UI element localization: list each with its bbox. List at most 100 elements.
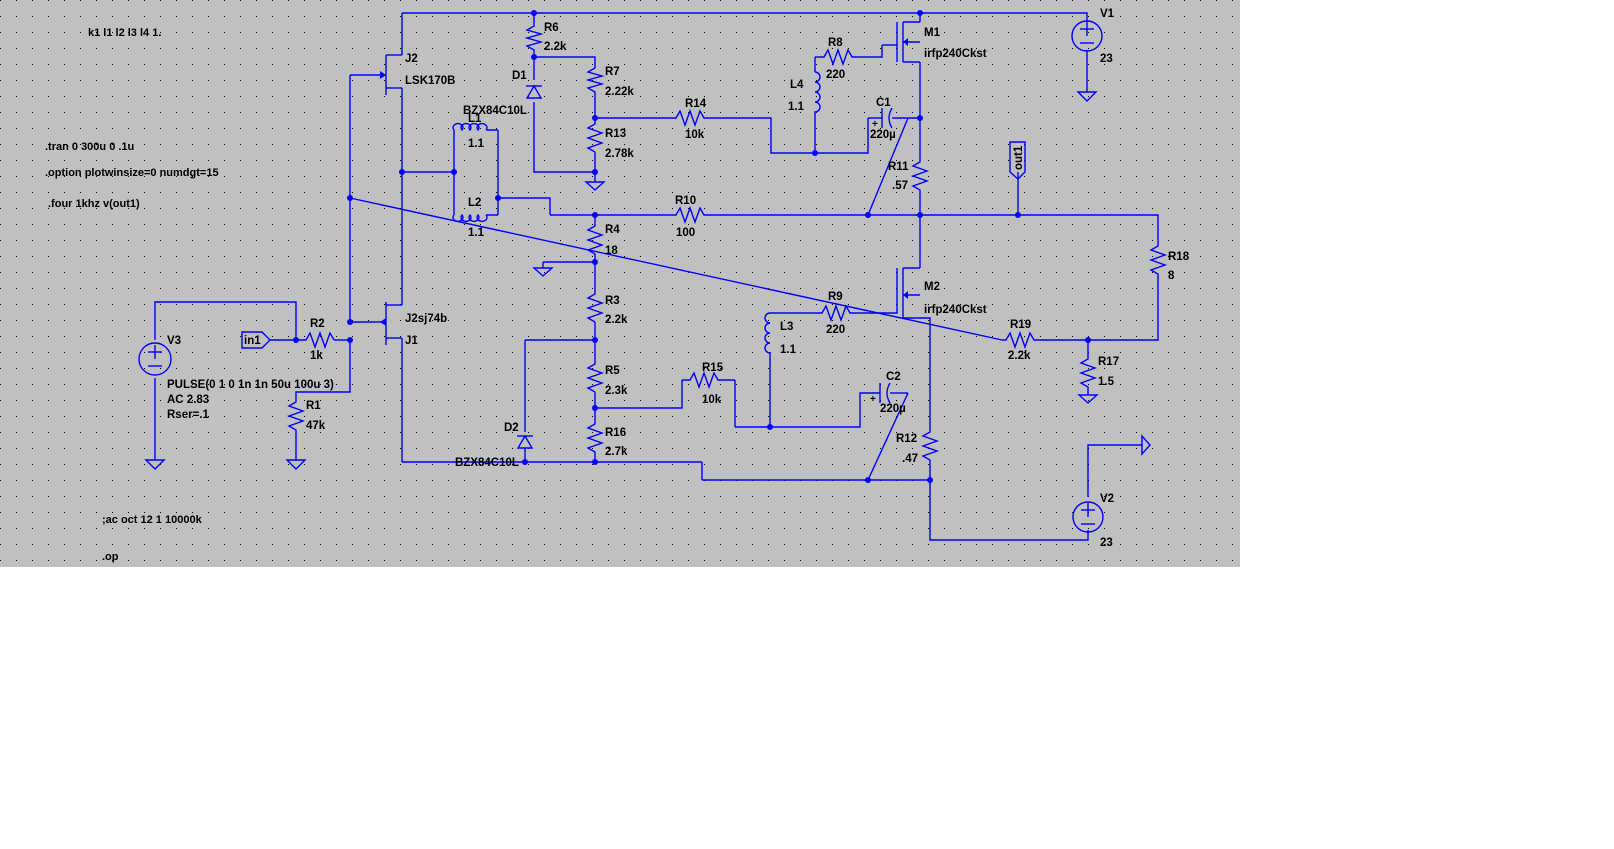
- inductors: [452, 71, 821, 354]
- r11-value: .57: [892, 180, 908, 192]
- r14-name: R14: [685, 98, 707, 110]
- svg-text:+: +: [872, 119, 878, 130]
- l1-value: 1.1: [468, 138, 485, 150]
- r17-value: 1.5: [1098, 376, 1115, 388]
- text-labels: k1 l1 l2 l3 l4 1. .tran 0 300u 0 .1u .op…: [45, 8, 1190, 563]
- c1-value: 220µ: [870, 129, 896, 141]
- r17-name: R17: [1098, 356, 1119, 368]
- directive-coupling: k1 l1 l2 l3 l4 1.: [88, 27, 161, 39]
- v2-symbol: [1072, 501, 1104, 533]
- r3-symbol: [585, 290, 605, 323]
- r7-name: R7: [605, 66, 620, 78]
- j2-name: J2: [405, 53, 418, 65]
- r7-symbol: [585, 64, 605, 110]
- r4-symbol: [585, 222, 605, 258]
- directive-option: .option plotwinsize=0 numdgt=15: [45, 167, 219, 179]
- r1-value: 47k: [306, 420, 326, 432]
- directive-op: .op: [102, 551, 119, 563]
- m2-name: M2: [924, 281, 940, 293]
- m1-model: irfp240Ckst: [924, 48, 987, 60]
- v3-ac: AC 2.83: [167, 394, 209, 406]
- r15-name: R15: [702, 362, 724, 374]
- r18-name: R18: [1168, 251, 1190, 263]
- r9-symbol: [818, 303, 857, 323]
- directive-four: .four 1khz v(out1): [48, 198, 140, 210]
- r10-symbol: [672, 205, 708, 225]
- v3-name: V3: [167, 335, 181, 347]
- r1-name: R1: [306, 400, 321, 412]
- r2-name: R2: [310, 318, 325, 330]
- r9-name: R9: [828, 291, 843, 303]
- r19-symbol: [1002, 330, 1040, 350]
- transistors: [375, 21, 920, 345]
- r16-name: R16: [605, 427, 626, 439]
- l1-name: L1: [468, 113, 482, 125]
- v1-symbol: [1071, 20, 1103, 52]
- c2-value: 220µ: [880, 403, 906, 415]
- l2-symbol: [452, 213, 498, 223]
- l3-value: 1.1: [780, 344, 797, 356]
- ground-icon: [532, 267, 554, 277]
- directive-ac: ;ac oct 12 1 10000k: [102, 514, 203, 526]
- l2-value: 1.1: [468, 227, 485, 239]
- r13-symbol: [585, 118, 605, 172]
- v1-value: 23: [1100, 53, 1113, 65]
- r7-value: 2.22k: [605, 86, 634, 98]
- r13-name: R13: [605, 128, 626, 140]
- r2-value: 1k: [310, 350, 323, 362]
- r12-value: .47: [902, 453, 918, 465]
- r18-value: 8: [1168, 270, 1175, 282]
- r15-value: 10k: [702, 394, 722, 406]
- r5-name: R5: [605, 365, 620, 377]
- ground-icon: [285, 459, 307, 470]
- diodes: [516, 84, 543, 462]
- d2-model: BZX84C10L: [455, 457, 519, 469]
- junctions: [293, 10, 1091, 483]
- r6-symbol: [524, 22, 544, 55]
- m1-symbol: [882, 21, 920, 63]
- r10-name: R10: [675, 195, 696, 207]
- r16-value: 2.7k: [605, 446, 628, 458]
- directive-tran: .tran 0 300u 0 .1u: [45, 141, 134, 153]
- r17-symbol: [1078, 355, 1098, 390]
- r4-value: 18: [605, 245, 618, 257]
- grid-dots: [0, 0, 1240, 567]
- ground-symbols: [144, 91, 1151, 470]
- r11-name: R11: [888, 161, 909, 173]
- ground-icon: [1141, 434, 1151, 456]
- ground-icon: [1076, 91, 1098, 102]
- resistors: [286, 22, 1168, 470]
- r10-value: 100: [676, 227, 695, 239]
- c2-name: C2: [886, 371, 901, 383]
- ground-icon: [1077, 394, 1099, 404]
- r15-symbol: [682, 370, 735, 390]
- r4-name: R4: [605, 224, 620, 236]
- r13-value: 2.78k: [605, 148, 634, 160]
- c1-name: C1: [876, 97, 891, 109]
- svg-text:+: +: [870, 394, 876, 405]
- v3-symbol: [138, 342, 172, 376]
- r8-name: R8: [828, 37, 843, 49]
- r12-symbol: [920, 428, 940, 470]
- r18-symbol: [1148, 242, 1168, 282]
- r2-symbol: [302, 330, 335, 350]
- c1-symbol: +: [872, 107, 897, 130]
- v3-pulse: PULSE(0 1 0 1n 1n 50u 100u 3): [167, 379, 334, 391]
- r6-value: 2.2k: [544, 41, 567, 53]
- r6-name: R6: [544, 22, 559, 34]
- r8-symbol: [820, 47, 855, 67]
- l4-name: L4: [790, 79, 804, 91]
- r1-symbol: [286, 398, 306, 432]
- out-net-flag: [1009, 141, 1026, 180]
- j1-model: J2sj74b: [405, 313, 447, 325]
- v3-rser: Rser=.1: [167, 409, 209, 421]
- capacitors: + +: [870, 107, 898, 405]
- m2-model: irfp240Ckst: [924, 304, 987, 316]
- v1-name: V1: [1100, 8, 1115, 20]
- ground-icon: [144, 459, 166, 470]
- l2-name: L2: [468, 197, 481, 209]
- r5-symbol: [585, 360, 605, 395]
- r3-name: R3: [605, 295, 620, 307]
- r3-value: 2.2k: [605, 314, 628, 326]
- r8-value: 220: [826, 69, 845, 81]
